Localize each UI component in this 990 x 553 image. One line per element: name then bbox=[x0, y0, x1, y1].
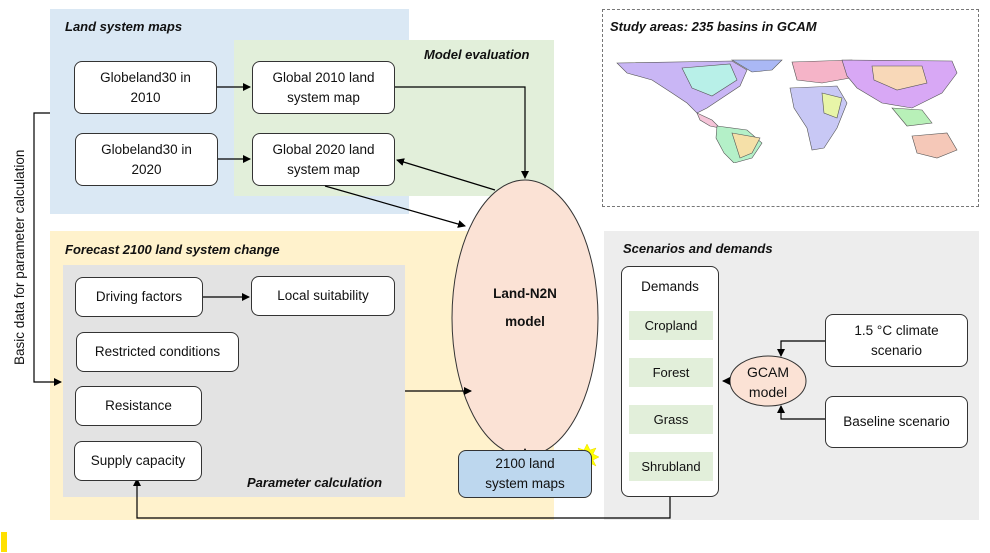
resistance-box: Resistance bbox=[75, 386, 202, 426]
forecast-title: Forecast 2100 land system change bbox=[65, 242, 280, 257]
north-america-east bbox=[681, 63, 738, 97]
southeast-asia bbox=[891, 107, 933, 127]
demands-title: Demands bbox=[641, 279, 699, 294]
supply-capacity-box: Supply capacity bbox=[74, 441, 202, 481]
scenarios-title: Scenarios and demands bbox=[623, 241, 773, 256]
asia-center bbox=[871, 65, 928, 91]
land-n2n-label: Land-N2N model bbox=[493, 286, 557, 330]
demand-grass: Grass bbox=[629, 405, 713, 434]
demand-cropland: Cropland bbox=[629, 311, 713, 340]
gcam-label: GCAM model bbox=[747, 364, 789, 401]
study-areas-title: Study areas: 235 basins in GCAM bbox=[610, 19, 817, 34]
demand-forest: Forest bbox=[629, 358, 713, 387]
demand-shrubland: Shrubland bbox=[629, 452, 713, 481]
model-evaluation-title: Model evaluation bbox=[424, 47, 530, 62]
restricted-conditions-box: Restricted conditions bbox=[76, 332, 239, 372]
africa-east bbox=[821, 92, 843, 119]
local-suitability-box: Local suitability bbox=[251, 276, 395, 316]
study-areas-panel bbox=[602, 9, 979, 207]
side-label: Basic data for parameter calculation bbox=[12, 149, 27, 365]
australia bbox=[911, 132, 958, 159]
south-america-east bbox=[731, 132, 761, 159]
africa bbox=[789, 85, 848, 151]
driving-factors-box: Driving factors bbox=[75, 277, 203, 317]
world-basins-map bbox=[616, 59, 958, 163]
baseline-scenario-box: Baseline scenario bbox=[825, 396, 968, 448]
parameter-calculation-title: Parameter calculation bbox=[247, 475, 383, 490]
greenland bbox=[730, 59, 783, 73]
land-system-maps-title: Land system maps bbox=[65, 19, 183, 34]
yellow-marker bbox=[1, 532, 7, 552]
central-america bbox=[696, 112, 721, 129]
